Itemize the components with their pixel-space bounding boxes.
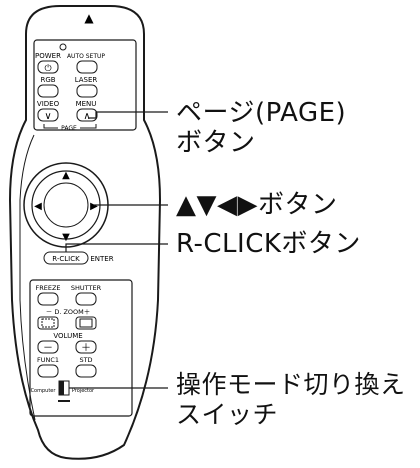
r-click-label: R-CLICK xyxy=(52,255,80,263)
power-icon: ⏻ xyxy=(44,63,51,74)
dpad-down-arrow[interactable]: ▼ xyxy=(62,232,70,243)
mode-switch-callout-line2: スイッチ xyxy=(176,400,279,429)
zoom-minus-button[interactable] xyxy=(37,316,59,330)
page-button-callout: ページ(PAGE) ボタン xyxy=(176,98,346,158)
page-group-label: PAGE xyxy=(61,125,77,132)
volume-label: VOLUME xyxy=(53,332,82,340)
zoom-plus-icon xyxy=(79,318,93,328)
dpad-left-arrow[interactable]: ◀ xyxy=(34,201,42,212)
lower-panel xyxy=(29,279,133,417)
indicator-led xyxy=(59,43,67,51)
rgb-label: RGB xyxy=(40,76,55,84)
dpad-up-arrow[interactable]: ▲ xyxy=(62,170,70,181)
zoom-minus-icon xyxy=(41,318,55,328)
r-click-leader-line xyxy=(65,243,168,252)
mode-switch-knob xyxy=(59,381,64,395)
volume-plus-icon: ＋ xyxy=(81,343,91,354)
page-leader-line xyxy=(88,111,168,119)
remote-inner-outline xyxy=(19,134,36,421)
dpad-center xyxy=(43,182,89,228)
laser-label: LASER xyxy=(75,76,98,84)
video-label: VIDEO xyxy=(37,100,60,108)
enter-label: ENTER xyxy=(90,255,113,263)
zoom-label: － D. ZOOM＋ xyxy=(46,308,91,316)
volume-plus-button[interactable] xyxy=(75,340,97,354)
mode-switch-callout-line1: 操作モード切り換え xyxy=(176,370,406,399)
std-button[interactable] xyxy=(75,364,97,378)
page-down-icon: ∨ xyxy=(44,111,51,122)
power-button[interactable] xyxy=(37,60,59,74)
mode-switch-callout: 操作モード切り換え スイッチ xyxy=(176,370,406,430)
emitter-icon: ▲ xyxy=(84,11,94,25)
upper-panel xyxy=(33,39,137,131)
menu-label: MENU xyxy=(76,100,97,108)
page-bracket xyxy=(43,124,97,129)
laser-button[interactable] xyxy=(76,84,98,98)
page-up-icon: ∧ xyxy=(83,111,90,122)
computer-label: Computer xyxy=(31,388,57,394)
remote-body xyxy=(8,5,162,460)
func1-button[interactable] xyxy=(37,364,59,378)
volume-minus-button[interactable] xyxy=(37,340,59,354)
page-button-callout-line1: ページ(PAGE) xyxy=(176,98,347,128)
projector-label: Projector xyxy=(72,388,95,394)
shutter-button[interactable] xyxy=(75,292,97,306)
volume-minus-icon: － xyxy=(43,343,53,354)
std-label: STD xyxy=(79,356,92,364)
dpad-right-arrow[interactable]: ▶ xyxy=(90,201,98,212)
page-down-button[interactable] xyxy=(37,108,59,122)
func1-label: FUNC1 xyxy=(37,356,59,364)
power-label: POWER xyxy=(35,52,61,60)
freeze-button[interactable] xyxy=(37,292,59,306)
shutter-label: SHUTTER xyxy=(71,284,102,292)
r-click-callout: R-CLICKボタン xyxy=(176,229,361,259)
zoom-plus-button[interactable] xyxy=(75,316,97,330)
freeze-label: FREEZE xyxy=(35,284,60,292)
page-up-button[interactable] xyxy=(76,108,98,122)
auto-setup-button[interactable] xyxy=(76,60,98,74)
arrow-buttons-callout: ▲▼◀▶ボタン xyxy=(176,190,338,220)
auto-setup-label: AUTO SETUP xyxy=(67,53,105,60)
rgb-button[interactable] xyxy=(37,84,59,98)
page-button-callout-line2: ボタン xyxy=(176,128,256,158)
